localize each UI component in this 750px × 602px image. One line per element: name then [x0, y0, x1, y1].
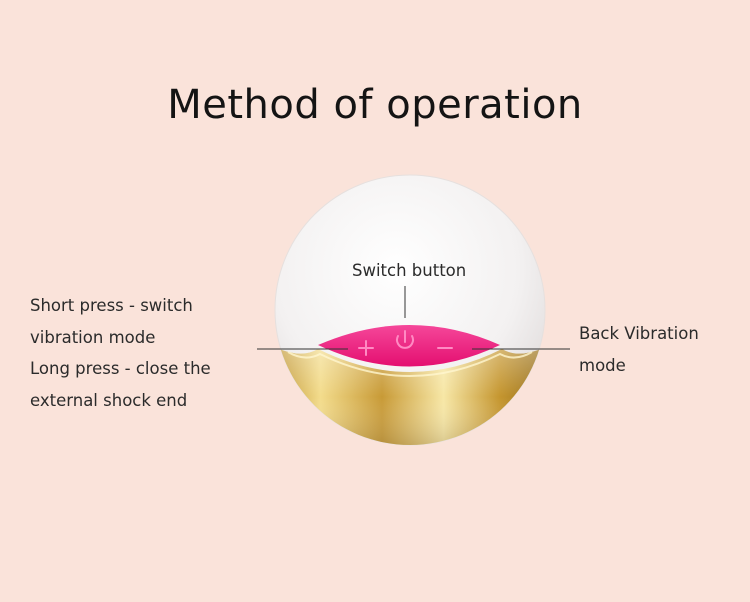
right-label-line: Back Vibration [579, 324, 699, 343]
left-label-line: external shock end [30, 390, 188, 410]
left-label-line: Short press - switch [30, 296, 193, 315]
minus-button-description: Back Vibration mode [579, 318, 699, 381]
power-icon[interactable] [396, 330, 414, 349]
left-label-line: vibration mode [30, 327, 156, 347]
plus-button-description: Short press - switch vibration mode Long… [30, 290, 211, 416]
left-label-line: Long press - close the [30, 359, 211, 378]
plus-icon[interactable] [358, 340, 374, 356]
right-label-line: mode [579, 355, 626, 375]
switch-button-label: Switch button [352, 261, 467, 280]
page-title: Method of operation [167, 82, 583, 128]
